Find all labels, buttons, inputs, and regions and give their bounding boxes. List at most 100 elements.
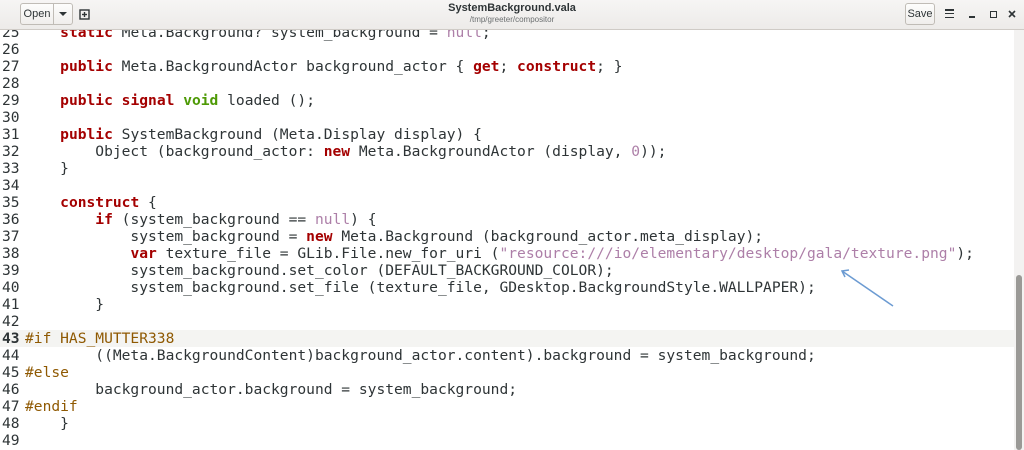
code-token: ; (481, 30, 491, 41)
code-token: #if HAS_MUTTER338 (25, 330, 175, 347)
code-token (25, 58, 60, 75)
code-line[interactable]: 42 (0, 313, 1014, 330)
code-token: 0 (631, 143, 641, 160)
code-token: signal (121, 92, 175, 109)
code-line[interactable]: 37 system_background = new Meta.Backgrou… (0, 228, 1014, 245)
code-line[interactable]: 27 public Meta.BackgroundActor backgroun… (0, 58, 1014, 75)
maximize-icon (989, 10, 997, 18)
code-text: } (25, 415, 69, 432)
code-token: Object (background_actor: (25, 143, 324, 160)
code-line[interactable]: 47#endif (0, 398, 1014, 415)
code-text: if (system_background == null) { (25, 211, 376, 228)
hamburger-menu-icon[interactable] (945, 9, 954, 18)
code-text: public signal void loaded (); (25, 92, 315, 109)
code-line[interactable]: 38 var texture_file = GLib.File.new_for_… (0, 245, 1014, 262)
code-line[interactable]: 41 } (0, 296, 1014, 313)
code-line[interactable]: 34 (0, 177, 1014, 194)
code-token (113, 92, 122, 109)
code-line[interactable]: 35 construct { (0, 194, 1014, 211)
code-text: background_actor.background = system_bac… (25, 381, 517, 398)
code-line[interactable]: 29 public signal void loaded (); (0, 92, 1014, 109)
open-button[interactable]: Open (20, 3, 54, 25)
line-number: 37 (2, 228, 20, 245)
code-line[interactable]: 36 if (system_background == null) { (0, 211, 1014, 228)
line-number: 42 (2, 313, 20, 330)
code-token (25, 126, 60, 143)
code-text: var texture_file = GLib.File.new_for_uri… (25, 245, 974, 262)
code-token: ; (499, 58, 518, 75)
line-number: 31 (2, 126, 20, 143)
new-document-button[interactable] (78, 8, 90, 20)
line-number: 35 (2, 194, 20, 211)
window-title-area: SystemBackground.vala /tmp/greeter/compo… (312, 2, 712, 25)
code-token: Meta.Background? system_background = (112, 30, 447, 41)
code-token: } (25, 415, 69, 432)
code-token: ); (956, 245, 974, 262)
code-line[interactable]: 49 (0, 432, 1014, 449)
line-number: 28 (2, 75, 20, 92)
close-button[interactable] (1005, 6, 1019, 22)
code-text: #endif (25, 398, 78, 415)
line-number: 33 (2, 160, 20, 177)
code-text: system_background.set_file (texture_file… (25, 279, 816, 296)
code-token: system_background = (25, 228, 307, 245)
code-editor[interactable]: 25 static Meta.Background? system_backgr… (0, 30, 1014, 450)
code-token: public (60, 58, 113, 75)
code-line[interactable]: 44 ((Meta.BackgroundContent)background_a… (0, 347, 1014, 364)
code-token: null (446, 30, 482, 41)
new-document-icon (78, 8, 90, 20)
line-number: 34 (2, 177, 20, 194)
code-line[interactable]: 43 #if HAS_MUTTER338 (0, 330, 1014, 347)
code-token: } (25, 296, 105, 313)
code-token (25, 194, 60, 211)
code-token: construct (517, 58, 597, 75)
minimize-button[interactable] (965, 6, 979, 22)
line-number: 26 (2, 41, 20, 58)
code-line[interactable]: 33 } (0, 160, 1014, 177)
code-token (174, 92, 183, 109)
code-token: #endif (25, 398, 78, 415)
vertical-scrollbar[interactable] (1014, 30, 1024, 450)
line-number: 49 (2, 432, 20, 449)
line-number: 29 (2, 92, 20, 109)
code-token: loaded (); (218, 92, 315, 109)
code-line[interactable]: 25 static Meta.Background? system_backgr… (0, 30, 1014, 41)
open-menu-button[interactable] (53, 3, 73, 25)
code-token: get (473, 58, 500, 75)
code-token: #else (25, 364, 69, 381)
code-token: ((Meta.BackgroundContent)background_acto… (25, 347, 816, 364)
code-line[interactable]: 26 (0, 41, 1014, 58)
code-token: ; } (596, 58, 623, 75)
code-line[interactable]: 39 system_background.set_color (DEFAULT_… (0, 262, 1014, 279)
code-token: system_background.set_file (texture_file… (25, 279, 816, 296)
code-line[interactable]: 48 } (0, 415, 1014, 432)
code-text: #if HAS_MUTTER338 (25, 330, 174, 347)
code-token: Meta.Background (background_actor.meta_d… (332, 228, 764, 245)
code-line[interactable]: 46 background_actor.background = system_… (0, 381, 1014, 398)
maximize-button[interactable] (986, 6, 1000, 22)
code-line[interactable]: 32 Object (background_actor: new Meta.Ba… (0, 143, 1014, 160)
code-line[interactable]: 28 (0, 75, 1014, 92)
code-text: static Meta.Background? system_backgroun… (25, 30, 491, 41)
line-number: 25 (2, 30, 20, 41)
code-text: public Meta.BackgroundActor background_a… (25, 58, 622, 75)
save-button[interactable]: Save (905, 3, 935, 25)
code-token: "resource:///io/elementary/desktop/gala/… (499, 245, 957, 262)
code-text: system_background.set_color (DEFAULT_BAC… (25, 262, 614, 279)
code-token: public (60, 126, 113, 143)
scrollbar-thumb[interactable] (1016, 275, 1022, 450)
code-text: } (25, 296, 104, 313)
code-line[interactable]: 30 (0, 109, 1014, 126)
code-line[interactable]: 40 system_background.set_file (texture_f… (0, 279, 1014, 296)
code-token: system_background.set_color (DEFAULT_BAC… (25, 262, 614, 279)
code-line[interactable]: 45#else (0, 364, 1014, 381)
code-token (25, 245, 130, 262)
code-token: public (60, 92, 113, 109)
close-icon (1008, 10, 1016, 18)
code-text: system_background = new Meta.Background … (25, 228, 763, 245)
line-number: 43 (2, 330, 20, 347)
code-token: var (130, 245, 157, 262)
line-number: 40 (2, 279, 20, 296)
code-line[interactable]: 31 public SystemBackground (Meta.Display… (0, 126, 1014, 143)
code-token: ) { (350, 211, 377, 228)
